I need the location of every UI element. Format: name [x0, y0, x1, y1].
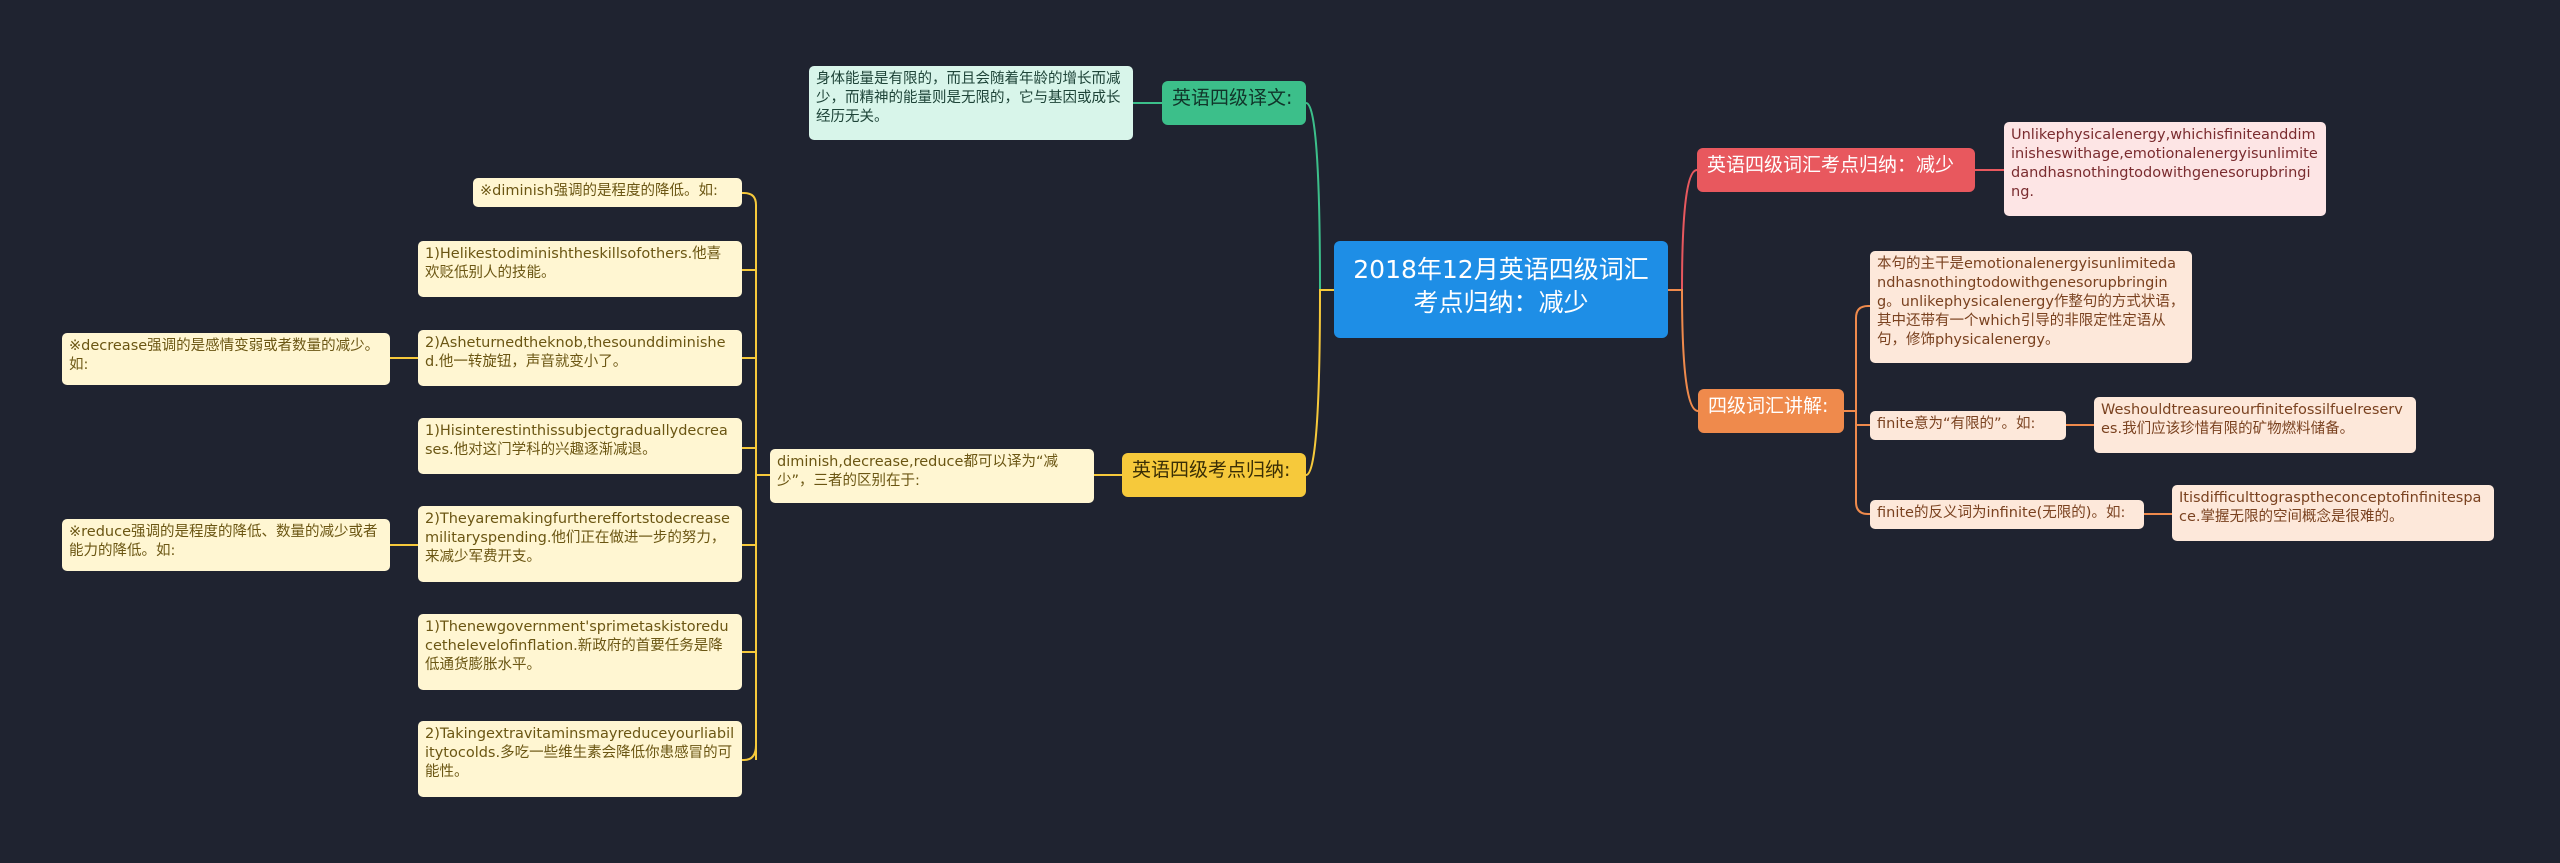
explain-infinite-label[interactable]: finite的反义词为infinite(无限的)。如:: [1870, 500, 2144, 529]
point-item-3[interactable]: 2)Asheturnedtheknob,thesounddiminished.他…: [418, 330, 742, 386]
explain-finite-label[interactable]: finite意为“有限的”。如:: [1870, 411, 2066, 440]
explain-infinite-example[interactable]: Itisdifficulttograsptheconceptofinfinite…: [2172, 485, 2494, 541]
point-item-5[interactable]: 2)Theyaremakingfurthereffortstodecreasem…: [418, 506, 742, 582]
link-item-7: [742, 744, 757, 761]
link-root-summary: [1668, 169, 1698, 291]
link-explain-note: [1855, 305, 1870, 319]
translation-text[interactable]: 身体能量是有限的，而且会随着年龄的增长而减少，而精神的能量则是无限的，它与基因或…: [809, 66, 1133, 140]
branch-points[interactable]: 英语四级考点归纳:: [1122, 453, 1306, 497]
link-root-points: [1305, 289, 1334, 476]
link-explain-infinite: [1855, 501, 1870, 515]
point-item-2[interactable]: 1)Helikestodiminishtheskillsofothers.他喜欢…: [418, 241, 742, 297]
branch-summary[interactable]: 英语四级词汇考点归纳：减少: [1697, 148, 1975, 192]
branch-translation[interactable]: 英语四级译文:: [1162, 81, 1306, 125]
point-item-7[interactable]: 2)Takingextravitaminsmayreduceyourliabil…: [418, 721, 742, 797]
point-item-1[interactable]: ※diminish强调的是程度的降低。如:: [473, 178, 742, 207]
point-item-4[interactable]: 1)Hisinterestinthissubjectgraduallydecre…: [418, 418, 742, 474]
link-root-explain: [1668, 289, 1699, 412]
side-note-reduce[interactable]: ※reduce强调的是程度的降低、数量的减少或者能力的降低。如:: [62, 519, 390, 571]
branch-explain[interactable]: 四级词汇讲解:: [1698, 389, 1844, 433]
points-intro[interactable]: diminish,decrease,reduce都可以译为“减少”，三者的区别在…: [770, 449, 1094, 503]
link-root-translation: [1305, 102, 1334, 291]
side-note-decrease[interactable]: ※decrease强调的是感情变弱或者数量的减少。如:: [62, 333, 390, 385]
summary-text[interactable]: Unlikephysicalenergy,whichisfiniteanddim…: [2004, 122, 2326, 216]
explain-finite-example[interactable]: Weshouldtreasureourfinitefossilfuelreser…: [2094, 397, 2416, 453]
link-item-1: [742, 192, 757, 206]
point-item-6[interactable]: 1)Thenewgovernment'sprimetaskistoreducet…: [418, 614, 742, 690]
root-topic[interactable]: 2018年12月英语四级词汇考点归纳：减少: [1334, 241, 1668, 338]
explain-note[interactable]: 本句的主干是emotionalenergyisunlimitedandhasno…: [1870, 251, 2192, 363]
